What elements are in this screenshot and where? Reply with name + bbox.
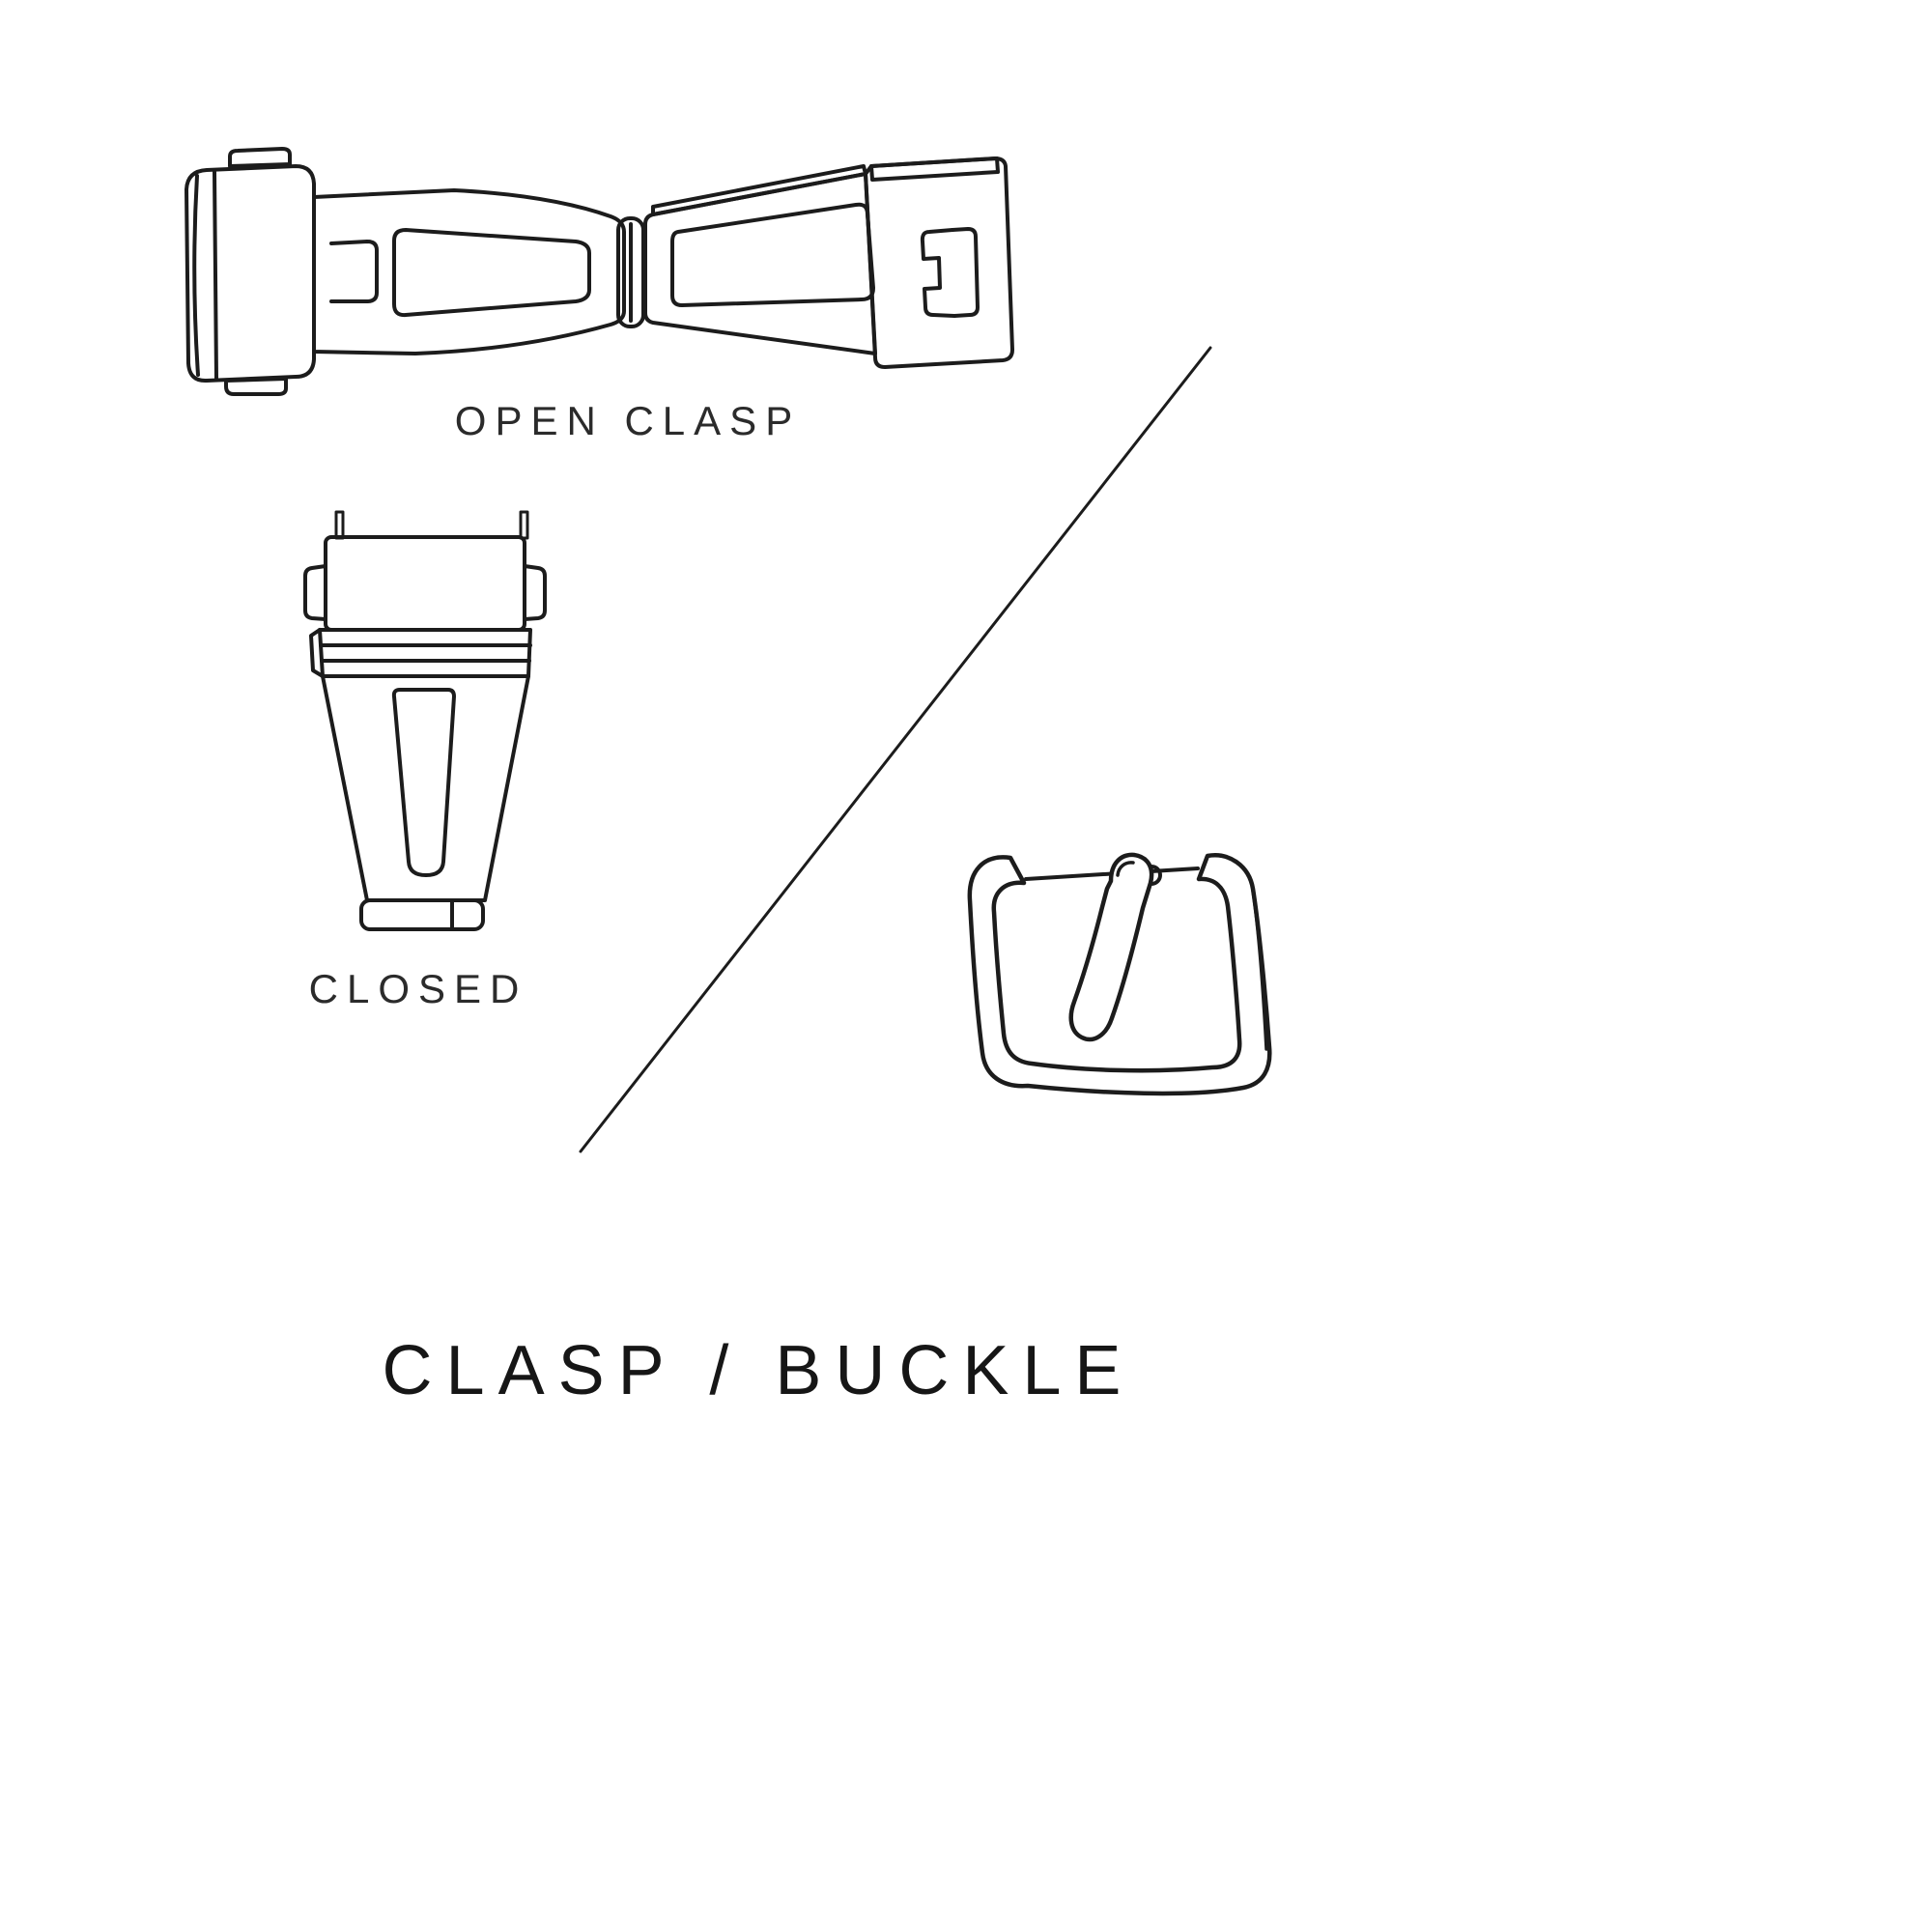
closed-clasp-left-step — [309, 628, 325, 678]
buckle-right-thickness-line — [1251, 889, 1268, 1051]
clasp-cover-top-tab — [228, 147, 292, 168]
clasp-right-hook-outer — [951, 227, 980, 318]
page-title: CLASP / BUCKLE — [382, 1332, 1135, 1409]
buckle-illustration — [967, 852, 1272, 1096]
clasp-cover-bottom-tab — [224, 377, 288, 396]
closed-clasp-body — [321, 674, 530, 902]
clasp-left-arm — [312, 188, 626, 355]
open-clasp-illustration — [185, 147, 1014, 396]
clasp-right-hook-inner — [920, 228, 956, 318]
buckle-frame — [967, 853, 1272, 1096]
clasp-cover-edge-curve — [192, 174, 200, 377]
closed-clasp-bottom-bar — [359, 898, 485, 931]
clasp-cover — [185, 164, 316, 384]
clasp-left-notch — [329, 240, 379, 303]
closed-clasp-right-ear — [523, 564, 547, 621]
closed-clasp-band — [318, 628, 532, 678]
closed-clasp-right-prong — [519, 510, 529, 540]
closed-clasp-left-ear — [303, 564, 327, 621]
closed-clasp-caption: CLOSED — [308, 966, 528, 1011]
clasp-right-end-block — [864, 156, 1014, 369]
divider-line — [579, 346, 1212, 1153]
buckle-tang — [1068, 852, 1154, 1042]
clasp-right-slot — [670, 202, 875, 307]
clasp-left-slot — [392, 228, 591, 318]
clasp-cover-fold-line — [213, 170, 218, 381]
closed-clasp-top-block — [324, 535, 526, 632]
closed-clasp-left-prong — [334, 510, 345, 540]
closed-clasp-slot — [391, 688, 456, 877]
closed-clasp-illustration — [303, 510, 547, 931]
open-clasp-caption: OPEN CLASP — [454, 398, 802, 443]
clasp-right-end-top-edge — [869, 156, 1000, 182]
buckle-tang-loop-inner — [1116, 861, 1135, 877]
